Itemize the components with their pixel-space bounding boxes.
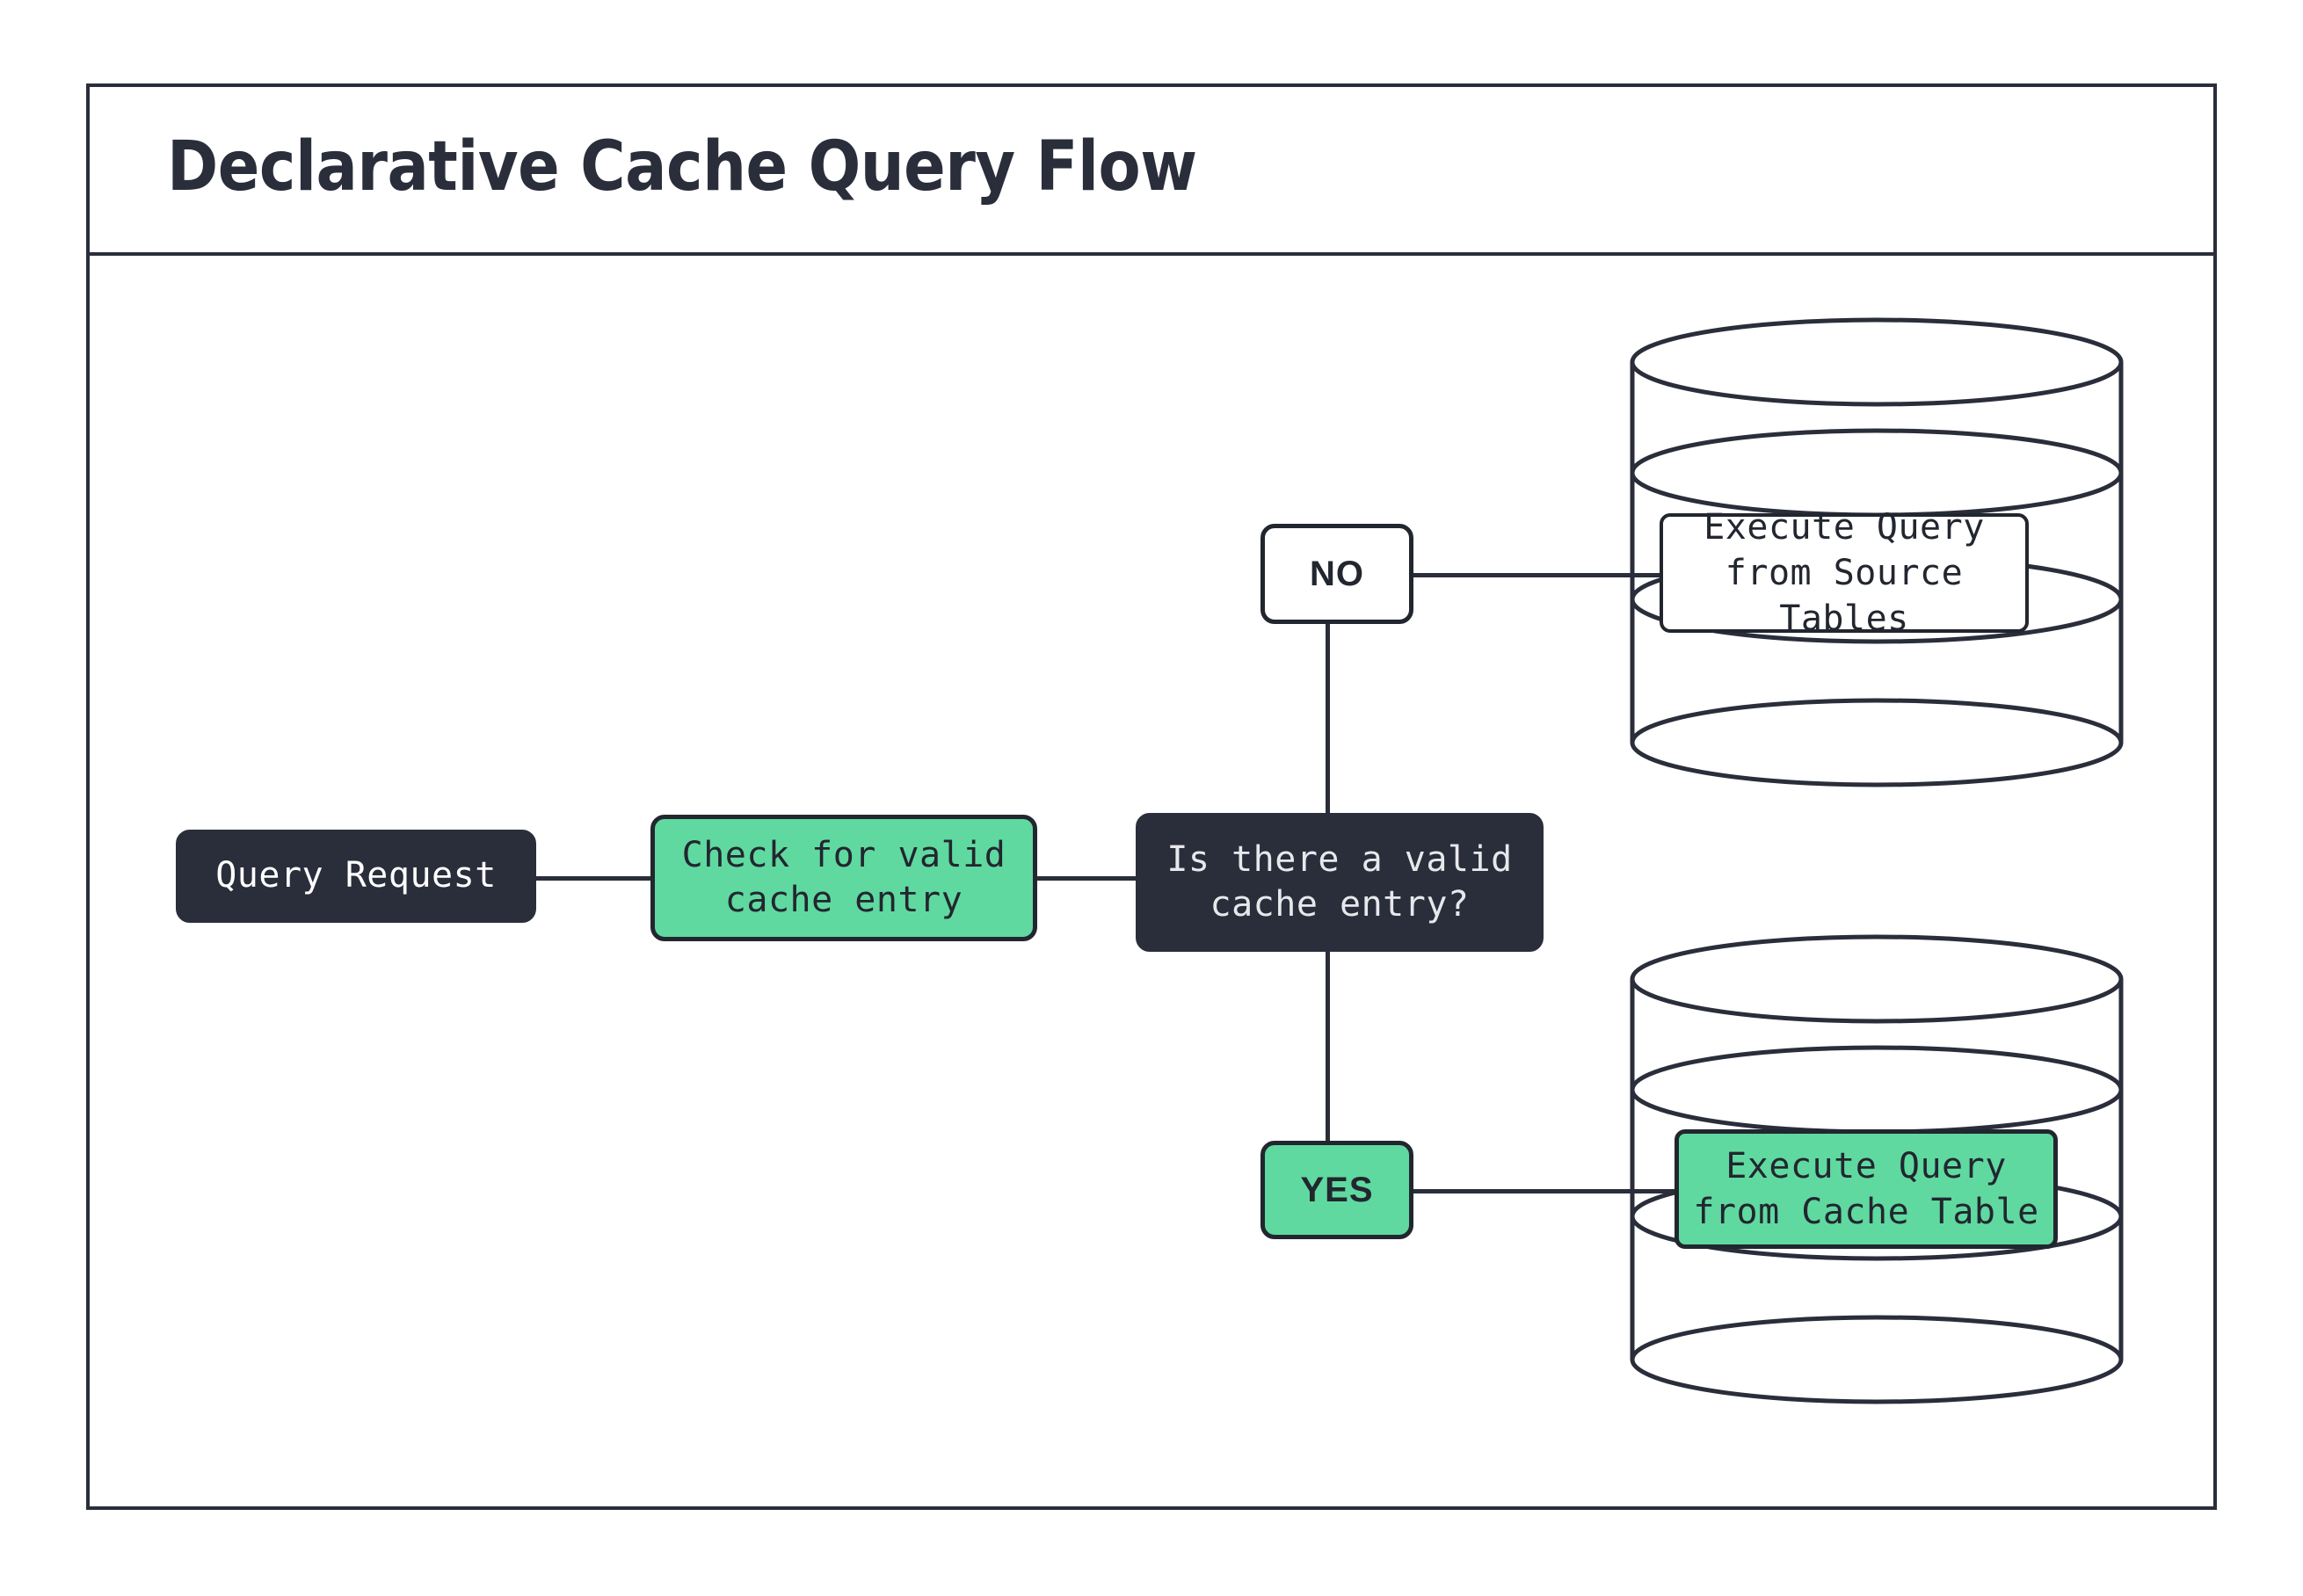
node-decision-valid-cache[interactable]: Is there a valid cache entry? — [1136, 813, 1544, 952]
page-title: Declarative Cache Query Flow — [167, 127, 1197, 207]
edge-query-request-to-check-cache — [534, 876, 654, 881]
title-bar: Declarative Cache Query Flow — [86, 83, 2217, 256]
db-label-cache-table[interactable]: Execute Query from Cache Table — [1675, 1129, 2058, 1249]
edge-decision-to-yes-label — [1326, 951, 1330, 1146]
edge-label-no[interactable]: NO — [1260, 524, 1413, 624]
node-query-request[interactable]: Query Request — [176, 830, 536, 923]
edge-yes-to-cache-table — [1412, 1189, 1675, 1193]
edge-check-cache-to-decision — [1035, 876, 1137, 881]
db-label-source-tables[interactable]: Execute Query from Source Tables — [1660, 507, 2029, 639]
edge-decision-to-no-label — [1326, 622, 1330, 817]
node-check-cache[interactable]: Check for valid cache entry — [650, 815, 1037, 941]
edge-label-yes[interactable]: YES — [1260, 1141, 1413, 1239]
edge-no-to-source-tables — [1412, 573, 1675, 577]
